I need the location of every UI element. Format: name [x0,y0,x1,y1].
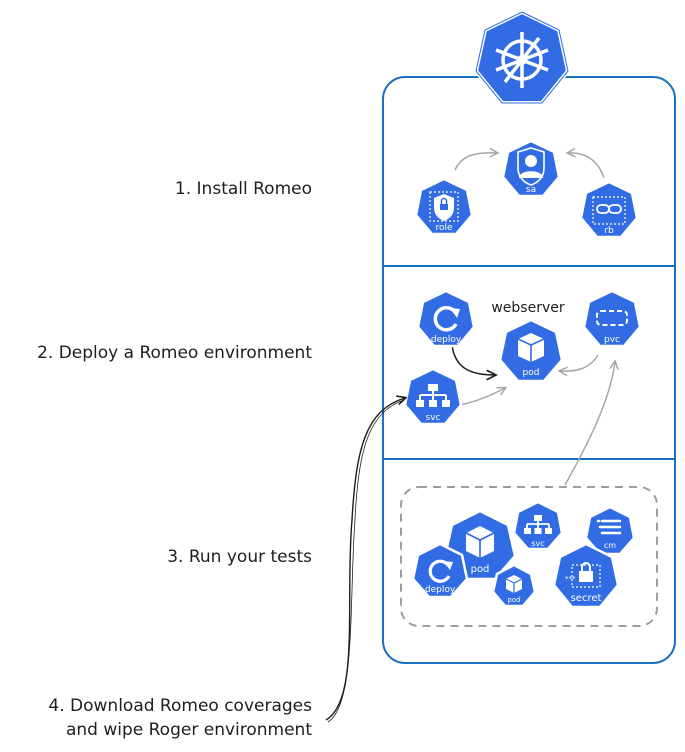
kubernetes-logo [473,9,571,105]
deploy-icon-caption: deploy [431,335,462,345]
pod-icon-caption: pod [523,368,540,378]
arrow-deploy-to-pod [451,344,495,375]
sa-icon-caption: sa [526,185,536,195]
arrow-wipe-to-svc [325,398,405,721]
pvc-icon-caption: pvc [604,335,620,345]
helm-wheel-icon [495,32,549,88]
rb-icon: rb [579,180,639,239]
test-cm-icon: cm [584,505,636,556]
step-1-label: 1. Install Romeo [175,179,312,199]
webserver-title: webserver [491,300,565,316]
test-pod-small-caption: pod [507,596,520,604]
test-pod-small-icon: pod [491,563,537,608]
test-pod-large-caption: pod [471,564,490,575]
secret-mask-glyph: *** [565,575,576,583]
sa-icon: sa [501,139,561,198]
test-svc-icon: svc [512,500,564,551]
arrow-role-to-sa [454,153,497,171]
pvc-icon: pvc [582,289,642,348]
test-environment-group [400,486,658,627]
pod-icon: pod [498,318,564,383]
arrow-wipe-to-svc-sketch [327,399,405,723]
svc-icon-caption: svc [426,413,441,423]
step-3-label: 3. Run your tests [167,547,312,567]
test-secret-icon: *** secret [552,542,620,609]
step-4-label-line2: and wipe Roger environment [66,720,312,740]
role-icon: role [414,177,474,236]
arrow-rb-to-sa [568,153,605,179]
test-cm-caption: cm [604,541,616,550]
arrow-svc-to-pod [459,388,505,406]
rb-icon-caption: rb [604,226,614,236]
test-secret-caption: secret [571,593,602,604]
step-4-label-line1: 4. Download Romeo coverages [48,696,312,716]
test-deploy-caption: deploy [425,585,456,595]
arrow-tests-to-pvc [564,362,615,486]
role-icon-caption: role [435,223,453,233]
test-svc-caption: svc [531,539,544,548]
step-2-label: 2. Deploy a Romeo environment [37,343,312,363]
svc-icon: svc [403,367,463,426]
test-deploy-icon: deploy [411,542,469,599]
deploy-icon: deploy [416,289,476,348]
arrow-pvc-to-pod [560,354,599,371]
